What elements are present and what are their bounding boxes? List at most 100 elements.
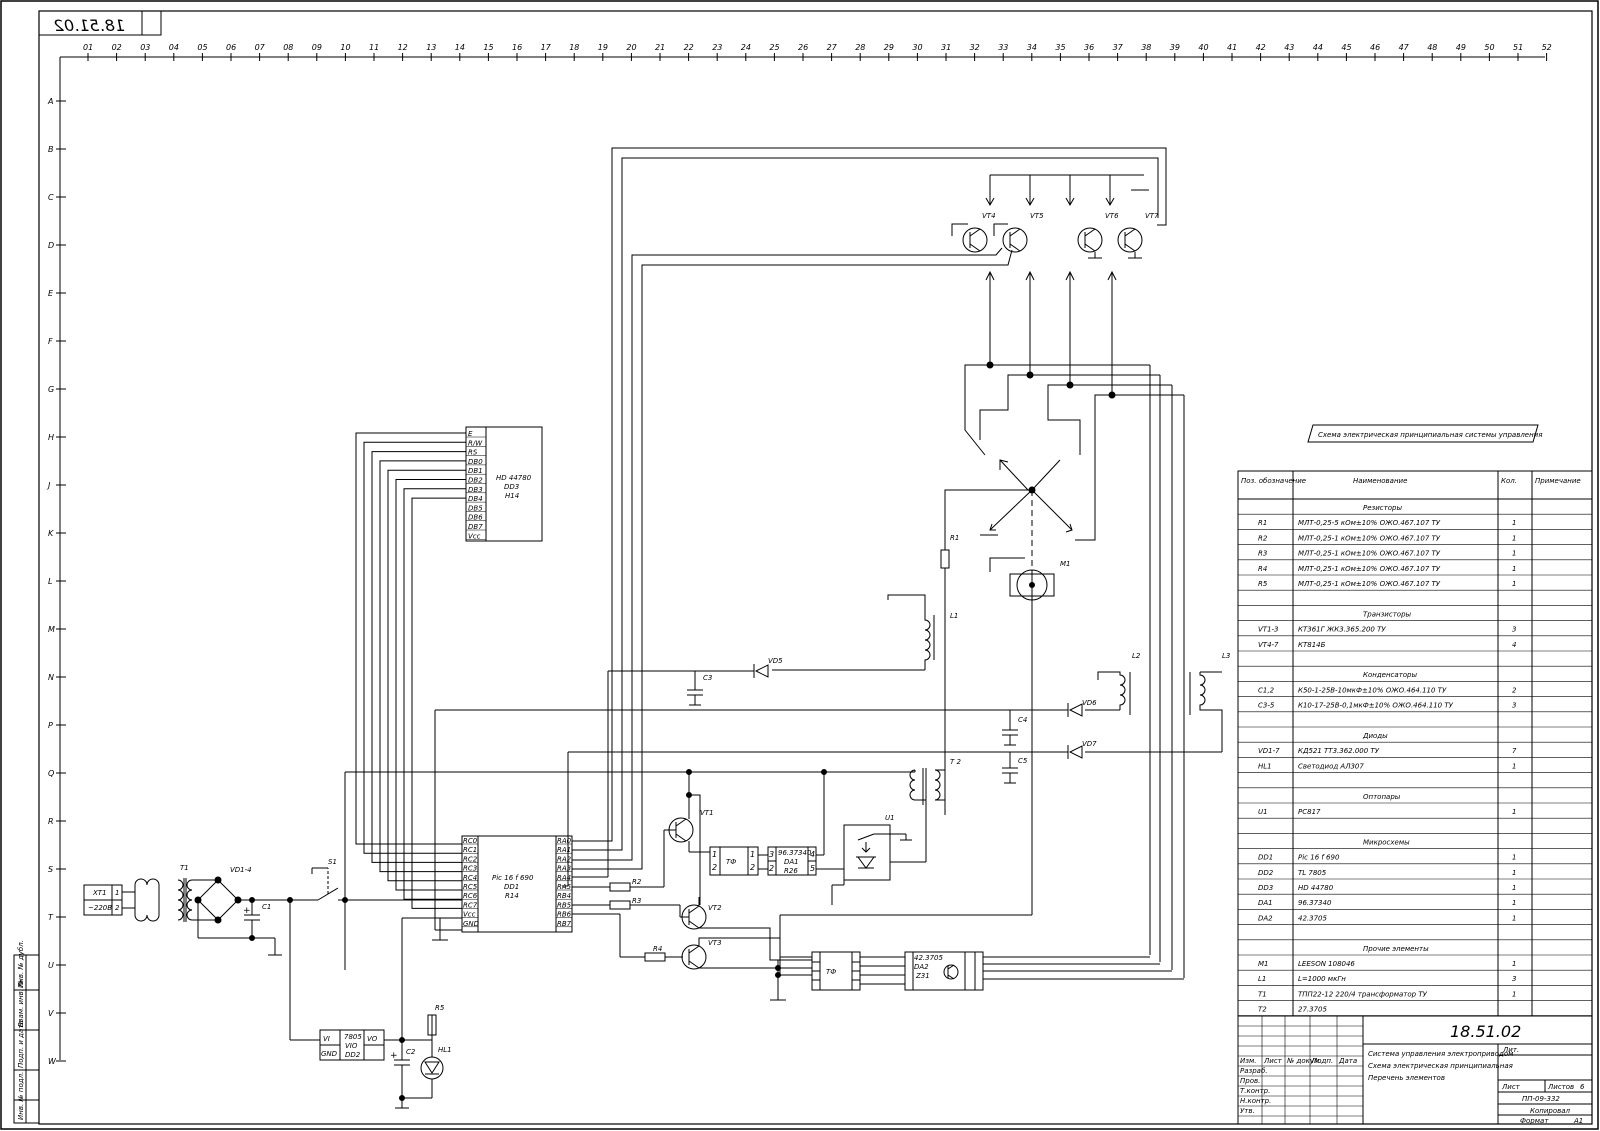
dd1-pin-right: RA1	[557, 846, 571, 854]
col-label: 25	[769, 43, 779, 52]
col-label: 04	[169, 43, 179, 52]
bom-pos: С1,2	[1258, 686, 1275, 694]
dd3-pin: DB7	[468, 523, 483, 531]
bom-qty: 1	[1512, 762, 1516, 770]
bom-qty: 1	[1512, 914, 1516, 922]
col-label: 40	[1198, 43, 1208, 52]
svg-text:С2: С2	[406, 1048, 416, 1056]
bom-pos: L1	[1258, 975, 1266, 983]
svg-text:2: 2	[769, 864, 774, 873]
dd1-pin-right: RB4	[557, 892, 571, 900]
bom-qty: 1	[1512, 899, 1516, 907]
col-label: 41	[1227, 43, 1237, 52]
dd1-pin-right: RA2	[557, 855, 572, 863]
hl1-led: HL1	[420, 1046, 452, 1098]
col-label: 33	[998, 43, 1008, 52]
bom-qty: 1	[1512, 990, 1516, 998]
da2-module: 42.3705 DA2 Z31	[904, 951, 984, 991]
vt7-transistor: VT7	[1117, 212, 1159, 259]
col-label: 21	[655, 43, 665, 52]
bom-pos: R5	[1258, 580, 1268, 588]
bom-pos: VT1-3	[1258, 626, 1279, 634]
dd1-pin-left: RC0	[463, 837, 478, 845]
bom-name: К10-17-25В-0,1мкФ±10% ОЖО.464.110 ТУ	[1298, 702, 1454, 710]
bom-qty: 1	[1512, 960, 1516, 968]
svg-text:ТФ: ТФ	[826, 968, 836, 976]
row-label: T	[48, 913, 54, 922]
svg-text:M1: M1	[1060, 560, 1071, 568]
svg-text:VD7: VD7	[1082, 740, 1097, 748]
bom-name: КТ361Г ЖК3.365.200 ТУ	[1298, 626, 1386, 634]
bom-pos: VT4-7	[1258, 641, 1279, 649]
col-label: 17	[541, 43, 552, 52]
bom-pos: DD1	[1258, 854, 1273, 862]
svg-text:С5: С5	[1018, 757, 1028, 765]
svg-text:HL1: HL1	[438, 1046, 452, 1054]
col-label: 02	[112, 43, 122, 52]
svg-text:С1: С1	[262, 903, 271, 911]
bom-name: МЛТ-0,25-1 кОм±10% ОЖО.467.107 ТУ	[1298, 565, 1441, 573]
lcd-bus-line	[403, 488, 466, 900]
bom-qty: 3	[1512, 975, 1516, 983]
col-label: 30	[912, 43, 922, 52]
svg-text:Лит.: Лит.	[1502, 1046, 1519, 1054]
svg-text:ТФ: ТФ	[726, 858, 736, 866]
svg-text:Схема электрическая принципиал: Схема электрическая принципиальная	[1368, 1062, 1513, 1070]
dd1-pin-right: RA3	[557, 865, 571, 873]
bom-qty: 1	[1512, 519, 1516, 527]
c4-capacitor: С4	[1002, 710, 1027, 746]
row-label: V	[48, 1009, 54, 1018]
col-label: 35	[1055, 43, 1065, 52]
svg-text:С3: С3	[703, 674, 712, 682]
svg-text:Листов: Листов	[1547, 1083, 1574, 1091]
svg-text:4: 4	[810, 850, 815, 859]
bom-header: Примечание	[1535, 477, 1581, 485]
svg-text:Pic 16 f 690: Pic 16 f 690	[492, 874, 534, 882]
svg-text:R3: R3	[632, 897, 641, 905]
col-label: 48	[1427, 43, 1437, 52]
svg-text:42.3705: 42.3705	[914, 954, 943, 962]
bom-pos: М1	[1258, 960, 1269, 968]
t2-transformer: T 2	[909, 758, 962, 815]
svg-text:2: 2	[115, 904, 120, 912]
col-label: 19	[598, 43, 608, 52]
bom-qty: 3	[1512, 702, 1516, 710]
svg-text:VT3: VT3	[708, 939, 722, 947]
col-label: 26	[798, 43, 808, 52]
svg-text:VT6: VT6	[1105, 212, 1119, 220]
bom-qty: 1	[1512, 534, 1516, 542]
bom-pos: DA2	[1258, 914, 1273, 922]
lcd-bus-line	[379, 460, 466, 873]
svg-text:DA2: DA2	[914, 963, 929, 971]
drawing-number: 18.51.02	[1450, 1022, 1521, 1041]
bom-name: PC817	[1298, 808, 1321, 816]
svg-text:T1: T1	[180, 864, 189, 872]
dd1-pin-right: RB6	[557, 911, 572, 919]
lcd-bus-line	[371, 451, 466, 863]
vd7-diode: VD7	[1067, 740, 1222, 759]
schematic: XT1 ~220В 1 2 T1 VD1-4	[83, 147, 1230, 1109]
svg-text:VD5: VD5	[768, 657, 783, 665]
tb-header-cell: Дата	[1338, 1057, 1357, 1065]
svg-text:VT1: VT1	[700, 809, 714, 817]
bom-qty: 1	[1512, 550, 1516, 558]
svg-text:1: 1	[712, 850, 717, 859]
dd3-pin: DB4	[468, 495, 483, 503]
col-label: 37	[1113, 43, 1124, 52]
side-stamp-3: Взам. инв. №	[17, 979, 25, 1027]
col-label: 39	[1170, 43, 1180, 52]
dd1-pin-right: RA5	[557, 883, 572, 891]
svg-text:L2: L2	[1132, 652, 1141, 660]
col-label: 29	[884, 43, 894, 52]
bom-name: Резисторы	[1363, 504, 1402, 512]
svg-text:18.51.02: 18.51.02	[54, 16, 125, 35]
bom-qty: 1	[1512, 869, 1516, 877]
xt1-connector: XT1 ~220В 1 2	[83, 884, 123, 916]
row-label: W	[48, 1057, 57, 1066]
side-stamp-1: Инв. № подл.	[17, 1072, 25, 1120]
bom-qty: 7	[1512, 747, 1517, 755]
bom-qty: 1	[1512, 565, 1516, 573]
